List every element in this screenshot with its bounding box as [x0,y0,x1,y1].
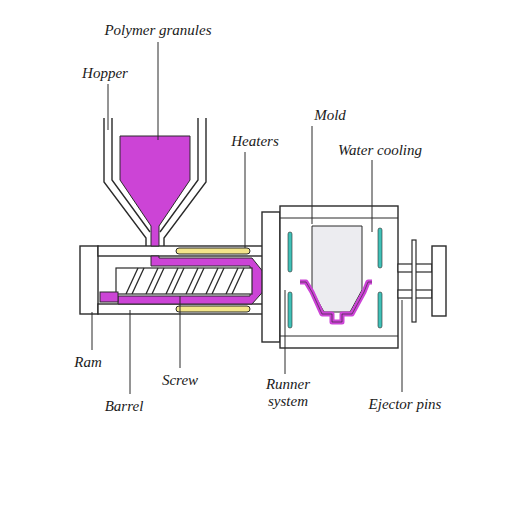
screw-body [116,268,252,294]
water-channel [378,228,382,268]
barrel-label: Barrel [105,398,144,415]
mold-line [280,218,398,219]
mold-cavity [312,226,362,312]
hopper-wall [104,118,206,246]
water-channel [288,232,292,272]
ram-label: Ram [74,354,102,371]
screw-shaft [100,292,118,302]
mold-plate [262,212,280,342]
molded-part-edge [300,282,372,322]
mold-label: Mold [314,107,346,124]
screw-flights [126,268,244,294]
water-cooling-label: Water cooling [338,142,422,159]
polymer-label: Polymer granules [104,22,211,39]
heaters-label: Heaters [231,133,279,150]
ejector-label: Ejector pins [369,396,442,413]
barrel-bottom-wall [98,304,270,314]
screw-label: Screw [162,372,198,389]
ejector-plate [412,240,416,322]
heater-bar [176,306,250,312]
hopper-label: Hopper [82,65,128,82]
barrel-top-wall [98,246,270,256]
ejector-block [432,246,446,316]
molded-part [300,282,372,322]
mold-housing [280,206,398,348]
mold-line [280,336,398,337]
polymer-granules [120,136,190,246]
water-channel [288,292,292,328]
leader-lines [92,42,402,394]
water-channel [378,292,382,328]
heater-bar [176,248,250,254]
runner-label: Runner system [256,376,320,410]
ram-block [80,246,98,314]
